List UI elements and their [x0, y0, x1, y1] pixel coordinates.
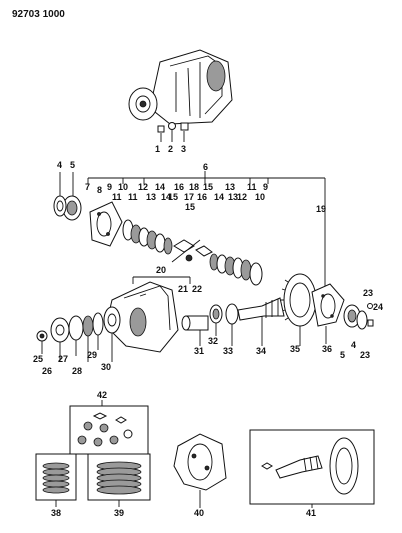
callout-3: 3	[181, 144, 186, 154]
callout-8: 8	[97, 185, 102, 195]
callout-11: 11	[247, 182, 257, 192]
differential-case-assembly-40	[173, 433, 227, 508]
side-gear-washer-stack	[122, 219, 173, 255]
callout-15: 15	[203, 182, 213, 192]
gear-kit-42-box	[69, 405, 149, 455]
callout-9b: 9	[263, 182, 268, 192]
callout-5: 5	[70, 160, 75, 170]
callout-22: 22	[192, 284, 202, 294]
callout-32: 32	[208, 336, 218, 346]
callout-15b: 15	[168, 192, 178, 202]
callout-19: 19	[316, 204, 326, 214]
pinion-bearing-spacer	[181, 303, 239, 331]
side-gear-washer-stack-right	[209, 253, 263, 286]
shim-kit-39-box	[87, 453, 151, 501]
callout-29: 29	[87, 350, 97, 360]
callout-17: 17	[184, 192, 194, 202]
callout-20-bracket	[132, 276, 191, 284]
callout-31: 31	[194, 346, 204, 356]
callout-34: 34	[256, 346, 266, 356]
callout-13b: 13	[146, 192, 156, 202]
callout-36: 36	[322, 344, 332, 354]
carrier-housing	[103, 281, 179, 353]
diagram-code: 92703 1000	[12, 9, 65, 20]
callout-23: 23	[363, 288, 373, 298]
callout-28: 28	[72, 366, 82, 376]
callout-14: 14	[155, 182, 165, 192]
callout-40: 40	[194, 508, 204, 518]
callout-12b: 12	[237, 192, 247, 202]
drive-pinion	[237, 297, 285, 321]
callout-13: 13	[225, 182, 235, 192]
callout-14b: 14	[214, 192, 224, 202]
callout-12: 12	[138, 182, 148, 192]
callout-20: 20	[156, 265, 166, 275]
callout-18: 18	[189, 182, 199, 192]
differential-carrier-assembly	[128, 49, 233, 125]
lower-row-leaders	[41, 316, 327, 362]
callout-6-bracket	[87, 171, 326, 292]
callout-41: 41	[306, 508, 316, 518]
callout-10: 10	[118, 182, 128, 192]
callout-24: 24	[373, 302, 383, 312]
callout-33: 33	[223, 346, 233, 356]
callout-27: 27	[58, 354, 68, 364]
callout-5b: 5	[340, 350, 345, 360]
callout-39: 39	[114, 508, 124, 518]
callout-4: 4	[57, 160, 62, 170]
callout-30: 30	[101, 362, 111, 372]
callout-11c: 11	[112, 192, 122, 202]
callout-26: 26	[42, 366, 52, 376]
pinion-gears-and-shaft	[171, 239, 213, 263]
callout-35: 35	[290, 344, 300, 354]
side-bearing-and-washer-left	[53, 172, 82, 221]
side-bearing-and-washer-right	[343, 303, 374, 330]
shim-kit-38-box	[35, 453, 77, 501]
callout-9: 9	[107, 182, 112, 192]
callout-7: 7	[85, 182, 90, 192]
callout-25: 25	[33, 354, 43, 364]
drain-filler-plugs	[157, 122, 189, 142]
callout-38: 38	[51, 508, 61, 518]
callout-11b: 11	[128, 192, 138, 202]
callout-4b: 4	[351, 340, 356, 350]
callout-2: 2	[168, 144, 173, 154]
companion-flange-and-nut	[36, 312, 104, 343]
callout-42: 42	[97, 390, 107, 400]
callout-6: 6	[203, 162, 208, 172]
callout-13c: 13	[228, 192, 238, 202]
callout-14c: 14	[161, 192, 171, 202]
differential-case-left	[89, 201, 123, 247]
callout-1: 1	[155, 144, 160, 154]
callout-10b: 10	[255, 192, 265, 202]
callout-21: 21	[178, 284, 188, 294]
ring-and-pinion-kit-41-box	[249, 429, 375, 505]
ring-gear	[281, 273, 317, 327]
callout-16b: 16	[197, 192, 207, 202]
callout-15c: 15	[185, 202, 195, 212]
differential-case-right	[311, 283, 345, 327]
callout-23b: 23	[360, 350, 370, 360]
callout-16: 16	[174, 182, 184, 192]
